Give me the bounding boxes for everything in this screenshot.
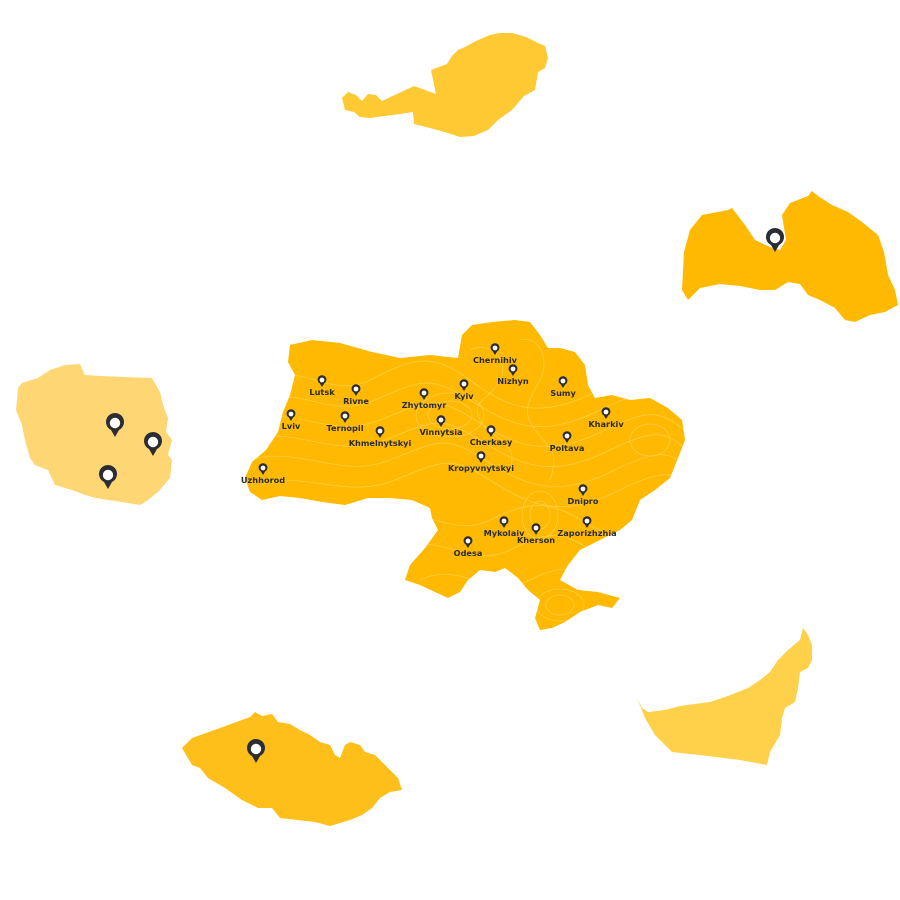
city-marker-rivne[interactable]: Rivne xyxy=(343,384,369,406)
map-pin-icon xyxy=(558,376,568,388)
city-label: Dnipro xyxy=(568,496,599,506)
map-pin-icon xyxy=(582,516,592,528)
map-pin-icon xyxy=(562,431,572,443)
map-pin-icon xyxy=(490,343,500,355)
city-marker-ternopil[interactable]: Ternopil xyxy=(326,411,364,433)
city-label: Lviv xyxy=(282,421,301,431)
map-pin-icon xyxy=(601,407,611,419)
city-marker-mykolaiv[interactable]: Mykolaiv xyxy=(484,516,525,538)
map-pin-icon xyxy=(317,375,327,387)
map-pin-icon xyxy=(351,384,361,396)
city-label: Odesa xyxy=(454,548,483,558)
city-marker-lutsk[interactable]: Lutsk xyxy=(309,375,335,397)
office-pin-czechia[interactable] xyxy=(247,738,265,763)
city-marker-kropyvnytskyi[interactable]: Kropyvnytskyi xyxy=(448,451,514,473)
city-label: Zhytomyr xyxy=(402,400,448,410)
city-label: Nizhyn xyxy=(497,376,529,386)
city-label: Cherkasy xyxy=(470,437,513,447)
map-pin-icon xyxy=(436,415,446,427)
country-latvia xyxy=(682,191,898,322)
city-marker-zaporizhzhia[interactable]: Zaporizhzhia xyxy=(557,516,617,538)
city-label: Lutsk xyxy=(309,387,335,397)
city-label: Sumy xyxy=(550,388,576,398)
city-label: Kropyvnytskyi xyxy=(448,463,514,473)
topographic-contours xyxy=(249,338,685,622)
map-pin-icon xyxy=(419,388,429,400)
office-pin-poland[interactable] xyxy=(99,464,117,489)
map-pin-icon xyxy=(258,463,268,475)
city-marker-sumy[interactable]: Sumy xyxy=(550,376,576,398)
city-marker-khmelnytskyi[interactable]: Khmelnytskyi xyxy=(349,426,412,448)
country-czechia xyxy=(182,712,402,826)
country-uae xyxy=(637,628,812,765)
city-label: Kyiv xyxy=(454,391,474,401)
map-pin-icon xyxy=(459,379,469,391)
city-label: Poltava xyxy=(550,443,585,453)
office-pin-poland[interactable] xyxy=(144,431,162,456)
city-label: Mykolaiv xyxy=(484,528,525,538)
country-poland xyxy=(16,364,172,505)
map-pin-icon xyxy=(531,523,541,535)
city-label: Vinnytsia xyxy=(419,427,462,437)
city-marker-nizhyn[interactable]: Nizhyn xyxy=(497,364,529,386)
city-marker-lviv[interactable]: Lviv xyxy=(282,409,301,431)
office-pin-latvia[interactable] xyxy=(766,227,784,252)
map-pin-icon xyxy=(578,484,588,496)
city-label: Kherson xyxy=(517,535,555,545)
city-marker-zhytomyr[interactable]: Zhytomyr xyxy=(402,388,448,410)
country-austria xyxy=(342,33,548,137)
city-marker-kharkiv[interactable]: Kharkiv xyxy=(588,407,624,429)
map-pin-icon xyxy=(286,409,296,421)
city-marker-poltava[interactable]: Poltava xyxy=(550,431,585,453)
map-pin-icon xyxy=(340,411,350,423)
city-label: Uzhhorod xyxy=(241,475,285,485)
city-marker-odesa[interactable]: Odesa xyxy=(454,536,483,558)
city-label: Khmelnytskyi xyxy=(349,438,412,448)
map-pin-icon xyxy=(476,451,486,463)
city-label: Ternopil xyxy=(326,423,363,433)
map-pins xyxy=(99,227,784,763)
city-label: Chernihiv xyxy=(473,355,518,365)
city-marker-uzhhorod[interactable]: Uzhhorod xyxy=(241,463,285,485)
map-pin-icon xyxy=(499,516,509,528)
city-marker-kherson[interactable]: Kherson xyxy=(517,523,555,545)
city-label: Rivne xyxy=(343,396,369,406)
city-label: Kharkiv xyxy=(588,419,624,429)
city-marker-cherkasy[interactable]: Cherkasy xyxy=(470,425,513,447)
country-ukraine xyxy=(245,320,685,630)
map-pin-icon xyxy=(508,364,518,376)
map-pin-icon xyxy=(375,426,385,438)
office-pin-poland[interactable] xyxy=(106,412,124,437)
city-marker-dnipro[interactable]: Dnipro xyxy=(568,484,599,506)
map-pin-icon xyxy=(486,425,496,437)
map-pin-icon xyxy=(463,536,473,548)
city-marker-chernihiv[interactable]: Chernihiv xyxy=(473,343,518,365)
city-label: Zaporizhzhia xyxy=(557,528,616,538)
city-marker-kyiv[interactable]: Kyiv xyxy=(454,379,474,401)
city-marker-vinnytsia[interactable]: Vinnytsia xyxy=(419,415,463,437)
